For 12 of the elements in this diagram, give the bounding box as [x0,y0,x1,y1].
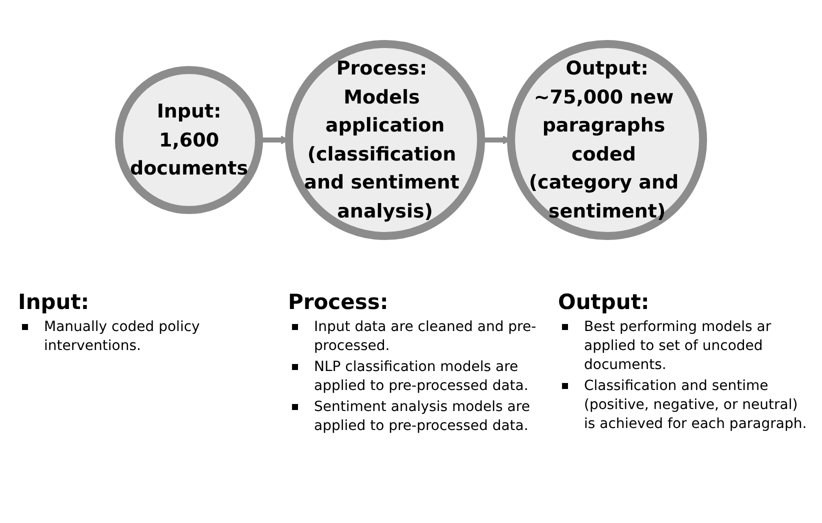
bullet-text: NLP classification models are applied to pre-processed data. [314,359,528,394]
bullet-text: Best performing models ar applied to set of uncoded documents. [584,319,772,373]
section-heading: Output: [558,290,650,314]
node-circle: Output: ~75,000 new paragraphs coded (category and sentiment) [507,40,708,240]
node-circle: Process: Models application (classification and sentiment analysis) [285,40,486,240]
node-circle: Input: 1,600 documents [114,66,264,214]
section-heading: Process: [288,290,388,314]
bullet-text: Classification and sentime (positive, negative, or neutral) is achieved for each paragraph. [584,378,807,432]
bullet-text: Sentiment analysis models are applied to pre-processed data. [314,399,530,434]
section-heading: Input: [18,290,90,314]
bullet-text: Manually coded policy interventions. [44,319,200,354]
bullet-text: Input data are cleaned and pre-processed. [314,319,536,354]
